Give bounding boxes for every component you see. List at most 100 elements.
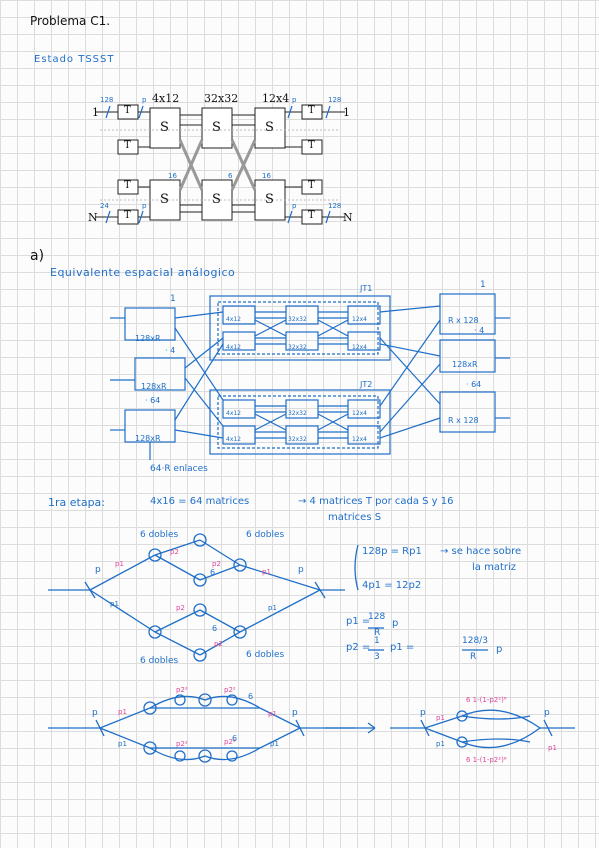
stage1-cont: matrices S (328, 512, 382, 523)
fig-out-1: 1 (343, 106, 350, 119)
eq3-rhs: p (392, 618, 399, 629)
g2-p1-a: p1 (118, 708, 127, 716)
fig-T3: T (124, 180, 131, 191)
eq4-den2: R (470, 652, 477, 662)
g3-p1-a: p1 (436, 714, 445, 722)
g1-p-left: p (95, 565, 101, 575)
jt1-label: JT1 (360, 284, 373, 293)
g2-six-a: 6 (248, 692, 254, 701)
g1-bottom-right: 6 dobles (246, 650, 285, 660)
g1-p2-c: p2 (176, 604, 185, 612)
left-dots: · 4 (165, 346, 176, 355)
fig-T4: T (124, 210, 131, 221)
mat-2: 32x32 (288, 316, 307, 323)
eq4-lhs: p2 = (346, 642, 371, 653)
eq2: 4p1 = 12p2 (362, 580, 422, 591)
g1-p2-b: p2 (212, 560, 221, 568)
dim-12x4: 12x4 (262, 92, 290, 105)
mat-6: 12x4 (352, 344, 368, 351)
eq4-rhs: p (496, 644, 503, 655)
fig-T8: T (308, 210, 315, 221)
eq3-num: 128 (368, 612, 386, 622)
fig-S1: S (160, 120, 169, 135)
right-top-num: 1 (480, 280, 486, 290)
g2-p1-b: p1 (268, 710, 277, 718)
dim-4x12: 4x12 (152, 92, 180, 105)
fig-in-n: N (88, 211, 98, 224)
left-block-2: 128xR (141, 382, 167, 391)
left-block-3: 128xR (135, 434, 161, 443)
g1-p1-d: p1 (268, 604, 277, 612)
mat-5: 32x32 (288, 344, 307, 351)
right-block-1: R x 128 (448, 316, 479, 325)
eq1-note2: la matriz (472, 562, 517, 573)
right-block-2: 128xR (452, 360, 478, 369)
eq4-mid: p1 = (390, 642, 415, 653)
annot-p-2: p (292, 96, 297, 104)
fig-S5: S (212, 192, 221, 207)
mat-8: 32x32 (288, 410, 307, 417)
g2-p2sq-d: p2² (224, 738, 236, 746)
left-dots-2: · 64 (145, 396, 161, 405)
g1-top-left: 6 dobles (140, 530, 179, 540)
g2-p-left: p (92, 708, 98, 718)
g3-p-right: p (544, 708, 550, 718)
annot-p-4: p (292, 202, 297, 210)
mat-7: 4x12 (226, 410, 242, 417)
annot-128-b: 128 (328, 96, 342, 104)
annot-p-1: p (142, 96, 147, 104)
mat-11: 32x32 (288, 436, 307, 443)
fig-T6: T (308, 140, 315, 151)
annot-24: 24 (100, 202, 109, 210)
annot-128-a: 128 (100, 96, 114, 104)
mat-9: 12x4 (352, 410, 368, 417)
g1-bottom-left: 6 dobles (140, 656, 179, 666)
mat-10: 4x12 (226, 436, 242, 443)
fig-S3: S (265, 120, 274, 135)
fig-T1: T (124, 105, 131, 116)
annot-16-b: 16 (262, 172, 271, 180)
stage1-arrow: → 4 matrices T por cada S y 16 (298, 496, 454, 507)
g3-p-left: p (420, 708, 426, 718)
g2-p1-d: p1 (270, 740, 279, 748)
g1-six-b: 6 (212, 624, 218, 633)
g1-p1-c: p1 (110, 600, 119, 608)
g2-p2sq-b: p2² (224, 686, 236, 694)
g1-top-right: 6 dobles (246, 530, 285, 540)
fig-in-1: 1 (92, 106, 99, 119)
annot-128-c: 128 (328, 202, 342, 210)
g1-p1-b: p1 (262, 568, 271, 576)
state-label: Estado TSSST (34, 54, 115, 65)
fig-S6: S (265, 192, 274, 207)
g1-p2-a: p2 (170, 548, 179, 556)
entries-label: 64·R enlaces (150, 464, 208, 474)
eq4-num: 1 (374, 636, 380, 646)
eq3-den: R (374, 628, 381, 638)
eq3-lhs: p1 = (346, 616, 371, 627)
dim-32x32: 32x32 (204, 92, 239, 105)
equiv-label: Equivalente espacial análogico (50, 266, 236, 279)
eq4-num2: 128/3 (462, 636, 488, 646)
section-a-label: a) (30, 248, 45, 264)
jt2-label: JT2 (360, 380, 373, 389)
g3-bottom-label: 6 1-(1-p2²)⁶ (466, 756, 507, 764)
g3-p1-b: p1 (548, 744, 557, 752)
fig-out-n: N (343, 211, 353, 224)
left-block-1: 128xR (135, 334, 161, 343)
stage1-expr: 4x16 = 64 matrices (150, 496, 250, 507)
g1-six: 6 (210, 568, 216, 577)
right-block-3: R x 128 (448, 416, 479, 425)
annot-p-3: p (142, 202, 147, 210)
mat-3: 12x4 (352, 316, 368, 323)
stage1-label: 1ra etapa: (48, 496, 106, 509)
g1-p2-d: p2 (214, 640, 223, 648)
eq1-note: → se hace sobre (440, 546, 522, 557)
fig-S4: S (160, 192, 169, 207)
g3-p1-c: p1 (436, 740, 445, 748)
